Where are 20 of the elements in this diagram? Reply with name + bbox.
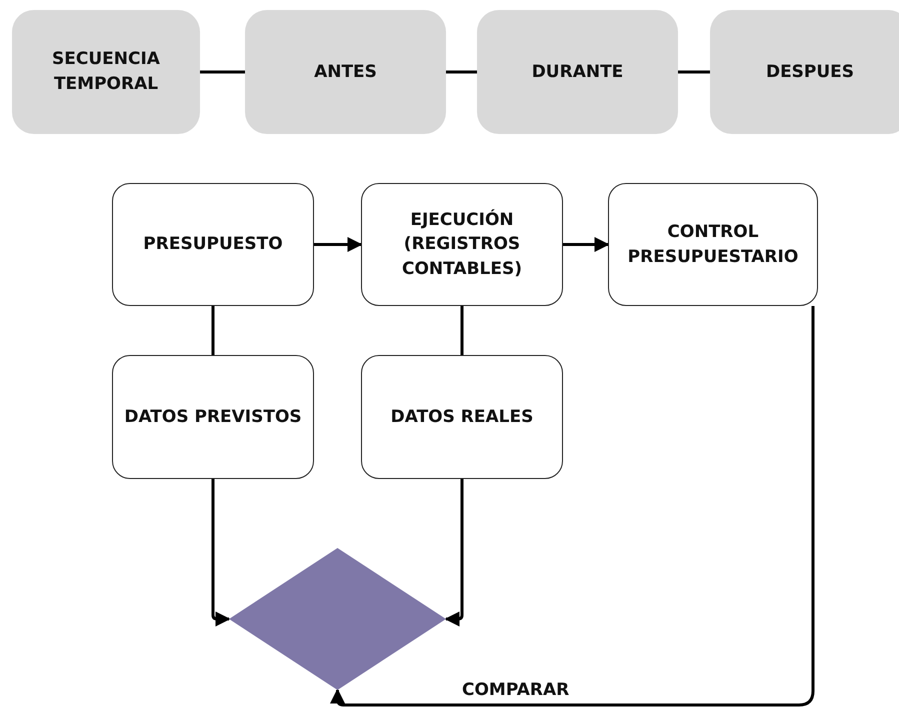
process-box: PRESUPUESTO	[112, 183, 314, 306]
arrow	[212, 479, 230, 626]
stage-box: ANTES	[245, 10, 446, 134]
arrow	[330, 306, 814, 706]
node-caption: COMPARAR	[462, 680, 570, 700]
connector-line	[678, 70, 710, 74]
process-box: DATOS PREVISTOS	[112, 355, 314, 479]
stage-box: DURANTE	[477, 10, 678, 134]
process-box: EJECUCIÓN (REGISTROS CONTABLES)	[361, 183, 563, 306]
process-box: CONTROL PRESUPUESTARIO	[608, 183, 818, 306]
arrow	[444, 479, 464, 626]
connector-line	[460, 306, 464, 355]
stage-box: SECUENCIA TEMPORAL	[12, 10, 200, 134]
connector-line	[212, 306, 214, 355]
stage-box: DESPUES	[710, 10, 899, 134]
connector-line	[200, 70, 245, 74]
arrow	[563, 237, 610, 252]
arrow	[314, 237, 362, 252]
process-box: DATOS REALES	[361, 355, 563, 479]
connector-line	[446, 70, 477, 74]
